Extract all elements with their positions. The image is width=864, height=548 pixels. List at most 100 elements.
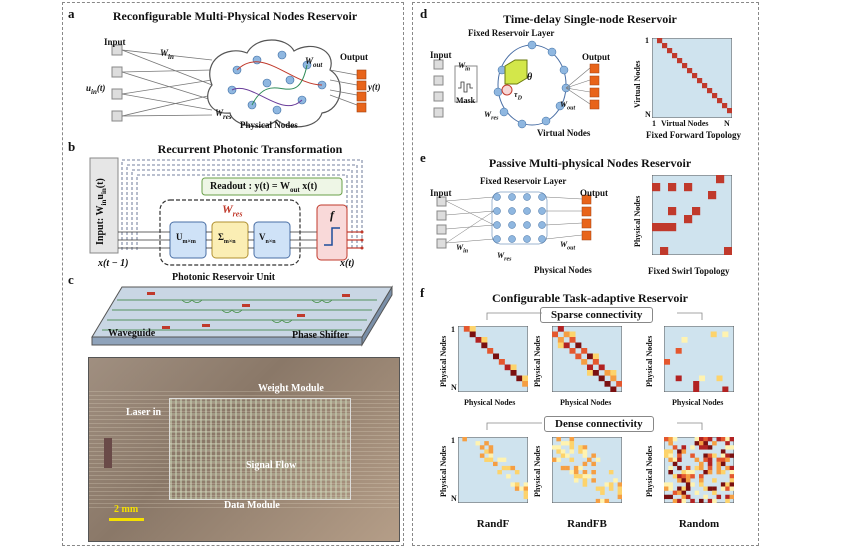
- f-sparse-randf-matrix: [458, 326, 528, 392]
- matrix-cell: [729, 437, 734, 442]
- photonic-unit-box: [159, 199, 301, 266]
- matrix-cell: [523, 482, 528, 487]
- matrix-cell: [469, 326, 476, 332]
- matrix-cell: [729, 445, 734, 450]
- matrix-cell: [488, 453, 494, 458]
- a-uin-label: uin(t): [86, 83, 106, 96]
- matrix-cell: [708, 191, 717, 200]
- matrix-cell: [484, 441, 489, 446]
- matrix-cell: [591, 453, 596, 458]
- f-axis-y-1: Physical Nodes: [439, 335, 448, 387]
- matrix-cell: [595, 486, 601, 491]
- matrix-cell: [484, 457, 489, 462]
- matrix-cell: [557, 326, 564, 332]
- f-name-randfb: RandFB: [567, 518, 607, 530]
- matrix-cell: [703, 457, 708, 462]
- matrix-cell: [703, 441, 708, 446]
- matrix-cell: [514, 482, 520, 487]
- d-axis-x: Virtual Nodes: [661, 119, 709, 128]
- d-tau-label: τD: [514, 90, 522, 102]
- matrix-cell: [692, 73, 698, 79]
- input-boxes: [111, 44, 123, 122]
- a-win-label: Win: [160, 48, 174, 61]
- matrix-cell: [469, 331, 476, 338]
- matrix-cell: [569, 437, 575, 442]
- sparse-connectivity-label: Sparse connectivity: [540, 307, 654, 323]
- x-t-label: x(t): [340, 258, 355, 269]
- matrix-cell: [668, 457, 673, 462]
- matrix-cell: [488, 457, 494, 462]
- panel-a-label: a: [68, 6, 75, 21]
- matrix-cell: [699, 437, 704, 442]
- matrix-cell: [725, 486, 730, 491]
- f-name-random: Random: [678, 518, 720, 530]
- matrix-cell: [681, 449, 687, 454]
- f-sparse-random-matrix: [664, 326, 734, 392]
- matrix-cell: [677, 457, 682, 462]
- matrix-cell: [582, 453, 588, 458]
- matrix-cell: [475, 337, 482, 343]
- matrix-cell: [575, 353, 582, 360]
- matrix-cell: [598, 375, 605, 382]
- matrix-cell: [720, 470, 726, 475]
- panel-d-title: Time-delay Single-node Reservoir: [503, 12, 677, 26]
- matrix-cell: [672, 457, 678, 462]
- matrix-cell: [664, 486, 669, 491]
- wres-red-label: Wres: [222, 202, 243, 219]
- matrix-cell: [519, 486, 524, 491]
- e-input-label: Input: [430, 188, 452, 198]
- matrix-cell: [712, 490, 717, 495]
- f-sparse-tick-1: 1: [451, 325, 455, 334]
- matrix-cell: [685, 465, 691, 471]
- matrix-cell: [569, 449, 575, 454]
- matrix-cell: [587, 370, 594, 376]
- matrix-cell: [498, 359, 505, 365]
- matrix-cell: [690, 498, 695, 503]
- matrix-cell: [690, 453, 695, 458]
- matrix-cell: [725, 453, 730, 458]
- u-block-label: Um×m: [176, 232, 196, 245]
- e-physical-nodes-label: Physical Nodes: [534, 265, 592, 275]
- d-virtual-nodes-label: Virtual Nodes: [537, 128, 591, 138]
- matrix-cell: [578, 449, 583, 454]
- d-input-label: Input: [430, 50, 452, 60]
- f-brackets: [486, 312, 703, 430]
- matrix-cell: [725, 465, 730, 471]
- matrix-cell: [722, 103, 728, 109]
- matrix-cell: [578, 474, 583, 479]
- matrix-cell: [725, 437, 730, 442]
- matrix-cell: [717, 98, 723, 104]
- matrix-cell: [668, 449, 673, 454]
- matrix-cell: [707, 457, 713, 462]
- weight-module-label: Weight Module: [258, 383, 324, 394]
- matrix-cell: [720, 437, 726, 442]
- matrix-cell: [587, 457, 592, 462]
- matrix-cell: [725, 482, 730, 487]
- d-wres-label: Wres: [484, 110, 499, 122]
- matrix-cell: [685, 474, 691, 479]
- matrix-cell: [573, 465, 579, 471]
- matrix-cell: [712, 478, 717, 483]
- matrix-cell: [595, 457, 601, 462]
- matrix-cell: [716, 465, 722, 471]
- matrix-cell: [690, 482, 695, 487]
- f-axis-y-3: Physical Nodes: [645, 335, 654, 387]
- matrix-cell: [677, 474, 682, 479]
- matrix-cell: [608, 482, 614, 487]
- f-axis-x-2: Physical Nodes: [560, 398, 612, 407]
- matrix-cell: [681, 490, 687, 495]
- d-tick-n: N: [645, 110, 651, 119]
- matrix-cell: [729, 478, 734, 483]
- matrix-cell: [510, 370, 517, 376]
- matrix-cell: [672, 53, 678, 59]
- panel-b-title: Recurrent Photonic Transformation: [157, 142, 343, 156]
- matrix-cell: [664, 494, 669, 500]
- f-name-randf: RandF: [476, 518, 510, 530]
- panel-d-label: d: [420, 6, 428, 21]
- matrix-cell: [600, 486, 605, 491]
- matrix-cell: [677, 449, 682, 454]
- matrix-cell: [565, 453, 570, 458]
- matrix-cell: [707, 445, 713, 450]
- matrix-cell: [694, 465, 700, 471]
- matrix-cell: [712, 453, 717, 458]
